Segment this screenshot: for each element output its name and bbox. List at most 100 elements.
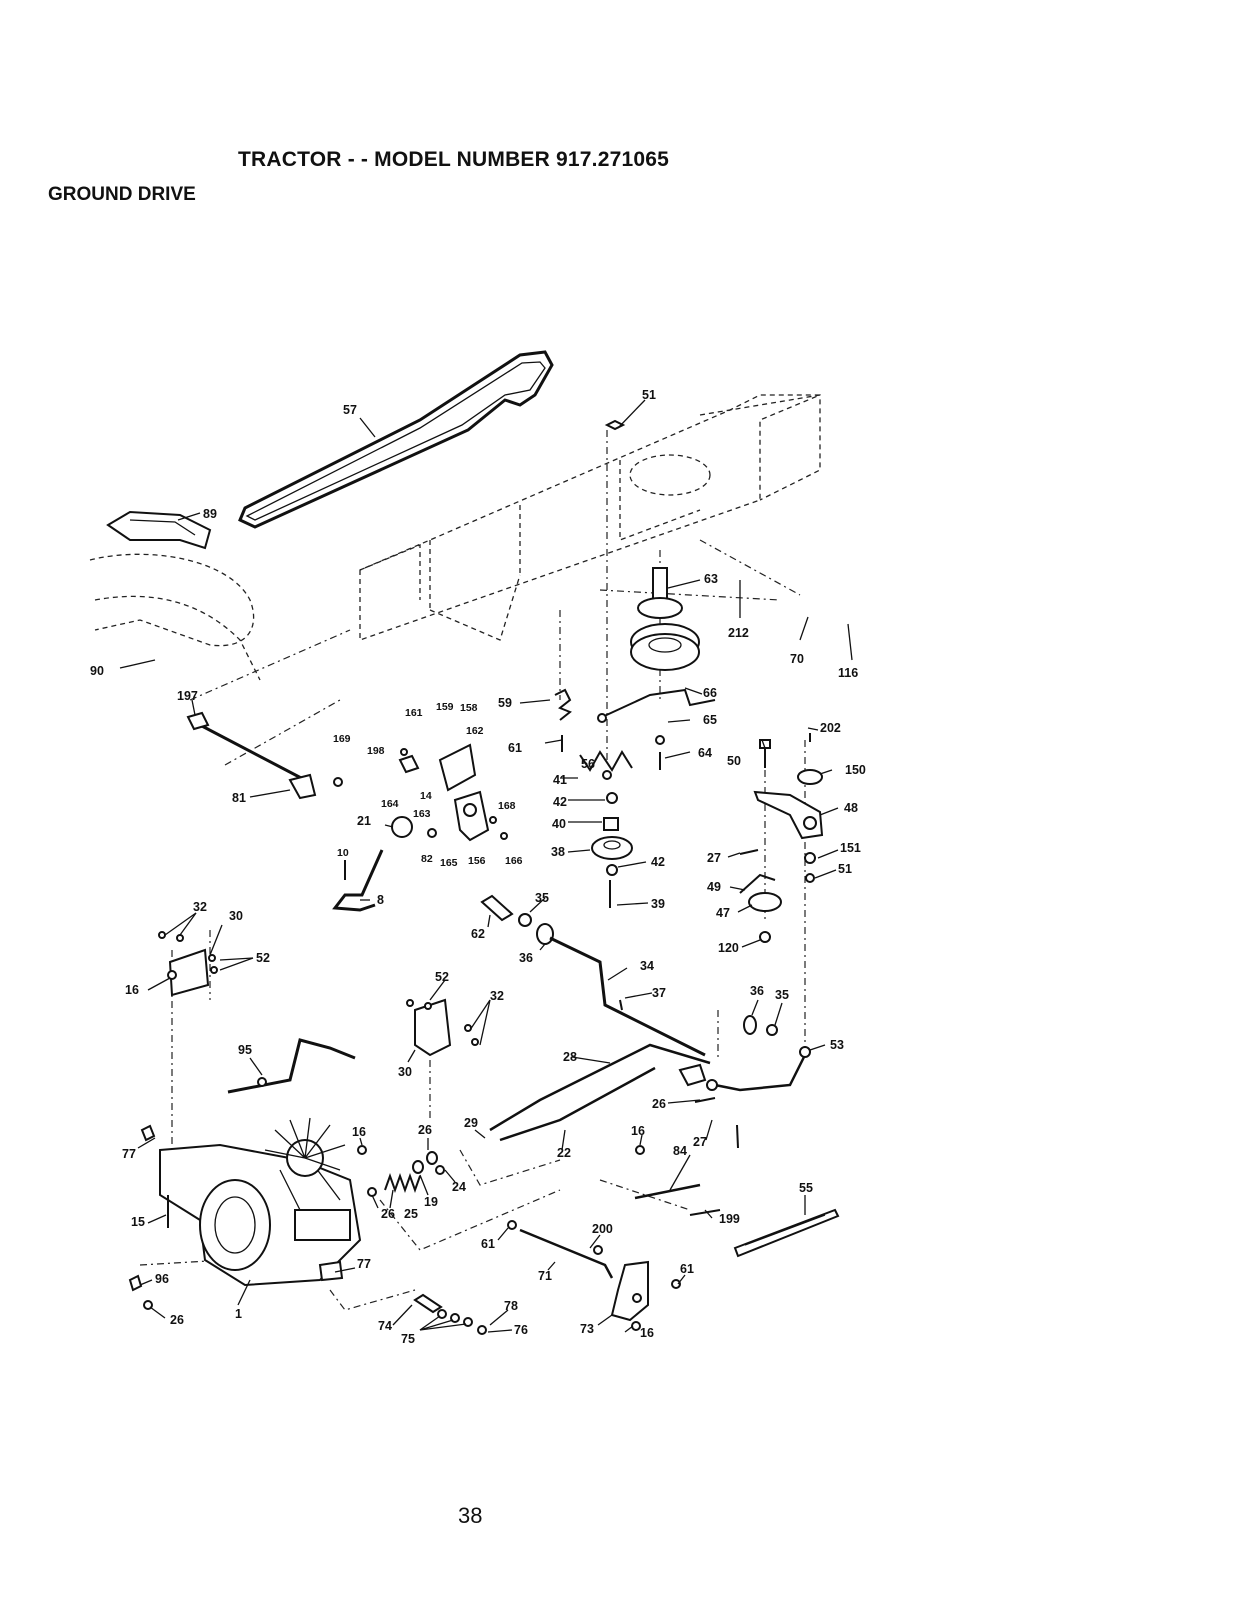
spring-25 — [384, 1173, 421, 1193]
callout-164: 164 — [381, 798, 399, 810]
callout-56: 56 — [581, 757, 595, 771]
callout-29: 29 — [464, 1116, 478, 1130]
callout-26-a: 26 — [652, 1097, 666, 1111]
callout-32-b: 32 — [490, 989, 504, 1003]
callout-24: 24 — [452, 1180, 466, 1194]
callout-30-a: 30 — [229, 909, 243, 923]
callout-42-b: 42 — [651, 855, 665, 869]
rod-28 — [489, 1043, 711, 1132]
bar-55 — [733, 1208, 840, 1258]
callout-34: 34 — [640, 959, 654, 973]
bushing-62 — [480, 894, 514, 922]
callout-77-b: 77 — [357, 1257, 371, 1271]
callout-15: 15 — [131, 1215, 145, 1229]
callout-71: 71 — [538, 1269, 552, 1283]
callout-19: 19 — [424, 1195, 438, 1209]
callout-27-b: 27 — [693, 1135, 707, 1149]
knob-21-part — [391, 816, 413, 838]
callout-27-a: 27 — [707, 851, 721, 865]
callout-116: 116 — [838, 666, 858, 680]
callout-53: 53 — [830, 1038, 844, 1052]
bracket-59 — [554, 688, 572, 721]
callout-35-a: 35 — [535, 891, 549, 905]
callout-47: 47 — [716, 906, 730, 920]
callout-159: 159 — [436, 701, 454, 713]
callout-197: 197 — [177, 689, 198, 703]
callout-26-b: 26 — [418, 1123, 432, 1137]
callout-90: 90 — [90, 664, 104, 678]
idler-47-part — [748, 892, 782, 912]
bracket-30-top — [168, 948, 210, 997]
callout-76: 76 — [514, 1323, 528, 1337]
callout-10: 10 — [337, 847, 349, 859]
callout-84: 84 — [673, 1144, 687, 1158]
callout-96: 96 — [155, 1272, 169, 1286]
callout-156: 156 — [468, 855, 486, 867]
callout-74: 74 — [378, 1319, 392, 1333]
callout-35-b: 35 — [775, 988, 789, 1002]
transaxle-1 — [140, 1117, 362, 1287]
callout-48: 48 — [844, 801, 858, 815]
callout-81: 81 — [232, 791, 246, 805]
brake-bracket-assembly — [333, 743, 508, 842]
callout-52-b: 52 — [435, 970, 449, 984]
callout-61-b: 61 — [481, 1237, 495, 1251]
callout-75: 75 — [401, 1332, 415, 1346]
callout-16-d: 16 — [640, 1326, 654, 1340]
callout-212: 212 — [728, 626, 749, 640]
callout-166: 166 — [505, 855, 523, 867]
shaft-81 — [199, 723, 306, 782]
callout-158: 158 — [460, 702, 478, 714]
callout-25: 25 — [404, 1207, 418, 1221]
callout-16-a: 16 — [125, 983, 139, 997]
callout-30-b: 30 — [398, 1065, 412, 1079]
callout-16-b: 16 — [352, 1125, 366, 1139]
pulley-63-part — [630, 567, 700, 671]
rod-84 — [634, 1183, 701, 1200]
rod-95 — [227, 1038, 356, 1094]
cooling-fan — [264, 1117, 346, 1177]
callout-26-c: 26 — [381, 1207, 395, 1221]
page-title: TRACTOR - - MODEL NUMBER 917.271065 — [238, 148, 669, 171]
callout-22: 22 — [557, 1146, 571, 1160]
callout-14: 14 — [420, 790, 432, 802]
callout-39: 39 — [651, 897, 665, 911]
callout-16-c: 16 — [631, 1124, 645, 1138]
callout-202: 202 — [820, 721, 841, 735]
callout-77-a: 77 — [122, 1147, 136, 1161]
callout-162: 162 — [466, 725, 484, 737]
callout-1: 1 — [235, 1307, 242, 1321]
shift-lever-8 — [332, 849, 384, 912]
callout-150: 150 — [845, 763, 866, 777]
callout-8: 8 — [377, 893, 384, 907]
callout-151: 151 — [840, 841, 861, 855]
callout-73: 73 — [580, 1322, 594, 1336]
callout-28: 28 — [563, 1050, 577, 1064]
callout-labels: 57 51 89 63 212 70 116 90 197 161 159 15… — [90, 388, 866, 1346]
callout-82: 82 — [421, 853, 433, 865]
callout-89: 89 — [203, 507, 217, 521]
callout-51: 51 — [642, 388, 656, 402]
callout-49: 49 — [707, 880, 721, 894]
callout-61-c: 61 — [680, 1262, 694, 1276]
shaft-34 — [549, 936, 706, 1057]
section-title: GROUND DRIVE — [48, 184, 196, 205]
callout-21: 21 — [357, 814, 371, 828]
bracket-30-mid — [414, 998, 452, 1057]
idler-pulley-38 — [591, 770, 633, 908]
callout-38: 38 — [551, 845, 565, 859]
callout-95: 95 — [238, 1043, 252, 1057]
callout-64: 64 — [698, 746, 712, 760]
callout-52-a: 52 — [256, 951, 270, 965]
callout-165: 165 — [440, 857, 458, 869]
callout-36-a: 36 — [519, 951, 533, 965]
callout-42-a: 42 — [553, 795, 567, 809]
callout-198: 198 — [367, 745, 385, 757]
bracket-73 — [610, 1260, 649, 1322]
callout-70: 70 — [790, 652, 804, 666]
callout-78: 78 — [504, 1299, 518, 1313]
callout-200: 200 — [592, 1222, 613, 1236]
callout-169: 169 — [333, 733, 351, 745]
callout-161: 161 — [405, 707, 423, 719]
